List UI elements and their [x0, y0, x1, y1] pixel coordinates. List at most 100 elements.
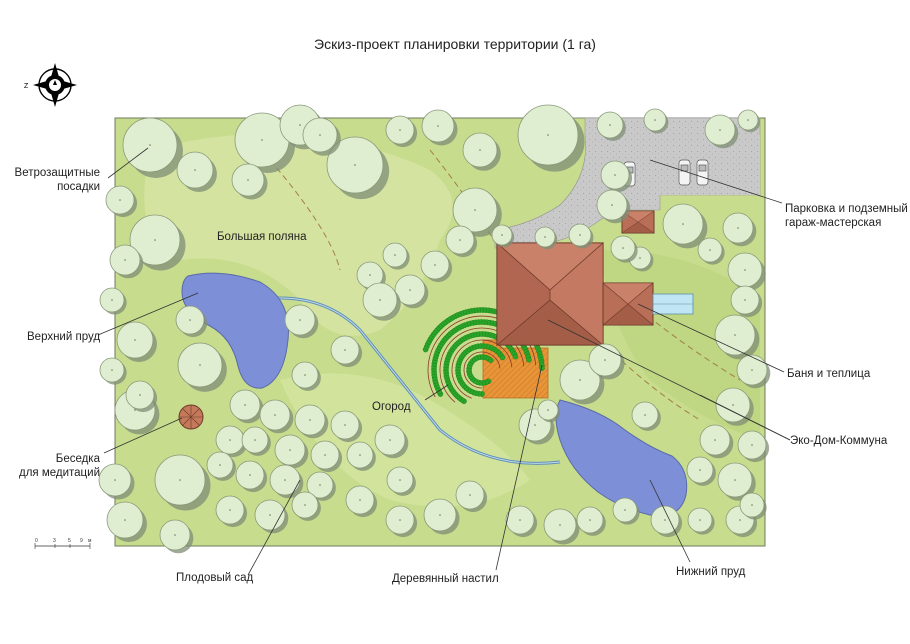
greenhouse — [652, 293, 694, 315]
tree — [420, 250, 453, 283]
tree — [294, 404, 329, 439]
tree — [154, 454, 211, 511]
scale-tick-0: 0 — [35, 538, 39, 544]
label-upper-pond: Верхний пруд — [27, 331, 101, 343]
tree — [596, 189, 631, 224]
trees — [98, 104, 771, 554]
tree — [302, 117, 341, 156]
tree — [452, 187, 502, 237]
tree — [537, 399, 561, 423]
tree — [177, 342, 227, 392]
garden-path — [451, 339, 513, 399]
tree — [687, 507, 715, 535]
tree — [310, 440, 343, 473]
tree — [697, 237, 725, 265]
tree — [445, 225, 478, 258]
tree — [374, 424, 409, 459]
tree — [326, 136, 390, 200]
garden-plant — [512, 353, 519, 360]
tree — [643, 108, 669, 134]
tree — [612, 497, 640, 525]
tree — [699, 424, 734, 459]
tree — [284, 304, 319, 339]
label-orchard: Плодовый сад — [176, 572, 254, 584]
tree — [241, 426, 271, 456]
upper-pond — [181, 272, 289, 389]
garden-plant — [499, 354, 506, 361]
label-eco-house: Эко-Дом-Коммуна — [790, 435, 888, 447]
label-lower-pond: Нижний пруд — [676, 566, 746, 578]
label-vegetable-garden: Огород — [372, 401, 411, 413]
tree — [330, 335, 363, 368]
tree — [737, 430, 770, 463]
tree — [291, 491, 321, 521]
tree — [559, 359, 605, 405]
tree — [423, 498, 460, 535]
tree — [206, 451, 236, 481]
tree — [455, 480, 488, 513]
tree — [125, 380, 158, 413]
tree — [116, 321, 157, 362]
tree — [99, 357, 127, 385]
tree — [106, 501, 147, 542]
tree — [517, 104, 585, 172]
tree — [362, 282, 401, 321]
tree — [727, 252, 766, 291]
tree — [491, 224, 515, 248]
tree — [596, 111, 626, 141]
stream — [254, 296, 561, 465]
tree — [382, 242, 410, 270]
tree — [600, 160, 633, 193]
garden-plant — [487, 357, 494, 364]
compass-north-letter: Z — [24, 83, 29, 90]
label-windbreak: Ветрозащитные посадки — [14, 167, 100, 193]
tree — [129, 214, 186, 271]
eco-house — [496, 242, 604, 346]
tree — [99, 287, 127, 315]
tree — [385, 115, 418, 148]
tree — [105, 185, 138, 218]
tree — [122, 117, 183, 178]
tree — [722, 212, 757, 247]
compass-rose: Z — [24, 63, 77, 107]
tree — [462, 132, 501, 171]
scale-unit: м — [88, 538, 92, 544]
tree — [306, 471, 336, 501]
tree — [98, 463, 135, 500]
label-gazebo: Беседка для медитаций — [19, 453, 100, 479]
tree — [736, 354, 771, 389]
tree — [231, 163, 268, 200]
tree — [386, 466, 416, 496]
garden-plant — [526, 356, 532, 363]
tree — [576, 506, 606, 536]
tree — [739, 492, 767, 520]
tree — [686, 456, 716, 486]
tree — [269, 464, 304, 499]
scale-tick-9: 9 — [80, 538, 84, 544]
tree — [109, 244, 144, 279]
tree — [421, 109, 458, 146]
label-parking: Парковка и подземный гараж-мастерская — [785, 203, 908, 229]
tree — [159, 519, 194, 554]
tree — [346, 441, 376, 471]
tree — [568, 223, 594, 249]
tree — [631, 401, 661, 431]
bath-house — [602, 282, 654, 326]
tree — [235, 460, 268, 493]
meditation-gazebo — [178, 404, 204, 430]
label-wooden-deck: Деревянный настил — [392, 573, 499, 585]
tree — [704, 114, 739, 149]
tree — [650, 505, 683, 538]
tree — [274, 434, 309, 469]
tree — [291, 361, 321, 391]
plan-title: Эскиз-проект планировки территории (1 га… — [314, 36, 596, 52]
tree — [534, 226, 558, 250]
scale-tick-3: 3 — [53, 538, 57, 544]
tree — [505, 505, 538, 538]
tree — [543, 508, 580, 545]
leader-lines — [97, 147, 791, 576]
tree — [714, 314, 760, 360]
tree — [175, 305, 208, 338]
tree — [385, 505, 418, 538]
